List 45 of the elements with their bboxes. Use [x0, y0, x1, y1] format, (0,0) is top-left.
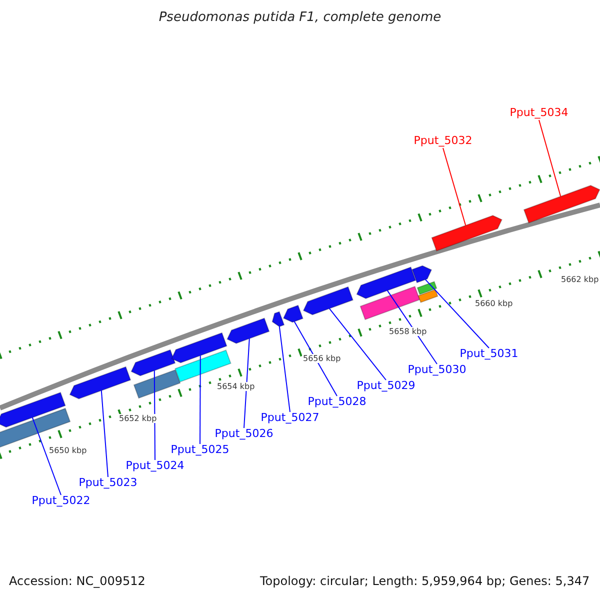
- gene-feature: [272, 311, 285, 328]
- gene-label: Pput_5023: [78, 476, 138, 489]
- scale-label: 5654 kbp: [216, 382, 256, 391]
- gene-feature: [226, 318, 270, 344]
- gene-label: Pput_5032: [414, 134, 472, 147]
- gene-label: Pput_5022: [32, 494, 90, 507]
- leader-line: [442, 148, 466, 226]
- scale-label: 5662 kbp: [560, 275, 600, 284]
- scale-label: 5650 kbp: [48, 446, 88, 455]
- leader-line: [100, 390, 108, 478]
- gene-label: Pput_5026: [214, 427, 274, 440]
- gene-label: Pput_5031: [460, 347, 518, 360]
- leader-line: [328, 308, 386, 380]
- leader-line: [32, 417, 62, 496]
- gene-feature: [523, 184, 600, 224]
- leader-line: [538, 120, 562, 197]
- gene-label: Pput_5027: [260, 411, 320, 424]
- leader-line: [294, 321, 338, 396]
- gene-label: Pput_5029: [356, 379, 416, 392]
- leader-line: [386, 290, 438, 364]
- gene-label: Pput_5034: [510, 106, 568, 119]
- scale-label: 5656 kbp: [302, 354, 342, 363]
- gene-feature: [302, 286, 354, 316]
- leader-line: [278, 326, 290, 412]
- gene-label: Pput_5024: [126, 459, 184, 472]
- footer-text: Accession: NC_009512: [9, 574, 146, 588]
- gene-feature: [171, 332, 228, 364]
- gene-feature: [0, 392, 66, 428]
- gene-feature: [412, 265, 432, 284]
- gene-feature: [431, 214, 502, 252]
- leader-line: [200, 355, 201, 444]
- gene-feature: [130, 349, 176, 376]
- diagram-title: Pseudomonas putida F1, complete genome: [158, 10, 442, 25]
- gene-label: Pput_5028: [308, 395, 366, 408]
- leader-line: [244, 338, 250, 428]
- leader-line: [154, 370, 156, 460]
- scale-label: 5658 kbp: [388, 327, 428, 336]
- footer-text: Topology: circular; Length: 5,959,964 bp; Genes: 5,347: [260, 574, 590, 588]
- scale-label: 5652 kbp: [118, 414, 158, 423]
- gene-label: Pput_5025: [170, 443, 230, 456]
- gene-feature: [282, 304, 304, 323]
- gene-label: Pput_5030: [408, 363, 466, 376]
- gene-feature: [69, 366, 132, 400]
- leader-line: [424, 279, 490, 348]
- scale-label: 5660 kbp: [474, 299, 514, 308]
